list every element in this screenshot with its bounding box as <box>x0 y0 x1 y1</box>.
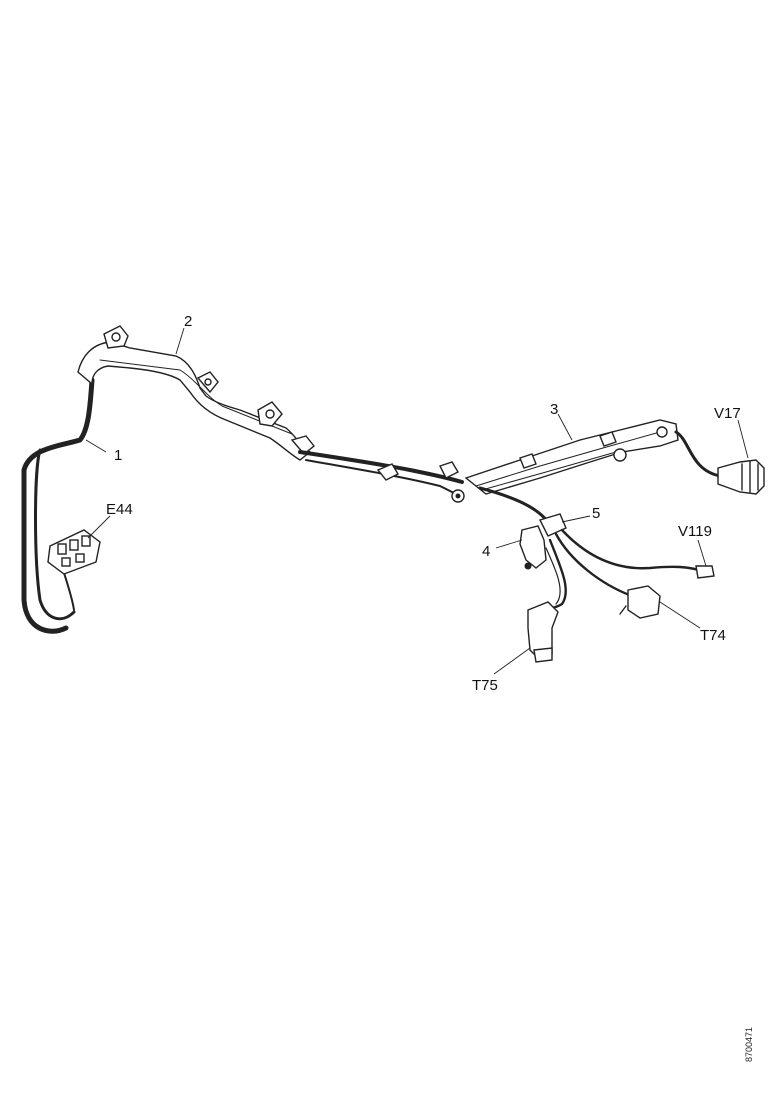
callout-t75: T75 <box>472 677 498 694</box>
callout-e44: E44 <box>106 501 133 518</box>
branches-lower <box>478 486 715 663</box>
connector-e44 <box>47 529 101 575</box>
callout-2: 2 <box>184 313 192 330</box>
callout-1: 1 <box>114 447 122 464</box>
callout-v17: V17 <box>714 405 741 422</box>
callout-v119: V119 <box>678 523 712 540</box>
document-id: 8700471 <box>744 1026 754 1062</box>
callout-5: 5 <box>592 505 600 522</box>
harness-left-loop <box>21 377 95 634</box>
callout-t74: T74 <box>700 627 726 644</box>
harness-main-run <box>298 450 465 503</box>
leader-lines <box>85 327 749 675</box>
callout-4: 4 <box>482 543 490 560</box>
cable-channel-upper <box>77 325 315 461</box>
branch-v17 <box>674 430 765 495</box>
callout-3: 3 <box>550 401 558 418</box>
cable-channel-right <box>464 419 679 495</box>
